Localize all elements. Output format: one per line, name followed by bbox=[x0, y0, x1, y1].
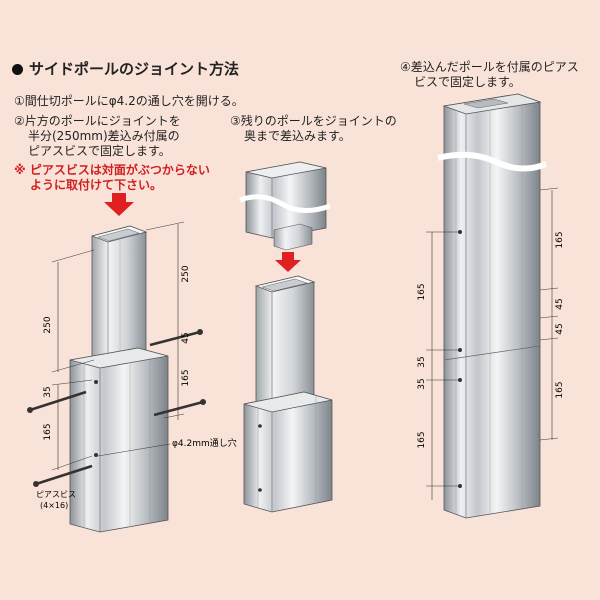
screw-label: ピアスビス bbox=[36, 490, 76, 499]
through-hole bbox=[258, 488, 262, 492]
dim-35-l1: 35 bbox=[417, 356, 427, 367]
through-hole bbox=[458, 484, 462, 488]
step-4-line-1: ④差込んだポールを付属のピアス bbox=[400, 60, 579, 74]
step-3-line-2: 奥まで差込みます。 bbox=[244, 129, 351, 143]
dim-165-l2: 165 bbox=[417, 431, 427, 448]
step-1-text: ①間仕切ポールにφ4.2の通し穴を開ける。 bbox=[14, 94, 244, 108]
page-title-text: サイドポールのジョイント方法 bbox=[29, 60, 240, 78]
warning-line-1: ※ ピアスビスは対面がぶつからない bbox=[14, 163, 210, 177]
dim-165-left: 165 bbox=[43, 423, 53, 440]
through-hole bbox=[458, 230, 462, 234]
joint-insert bbox=[273, 223, 313, 251]
step-3-line-1: ③残りのポールをジョイントの bbox=[230, 114, 397, 128]
pole-middle bbox=[243, 391, 333, 513]
dim-250-left: 250 bbox=[43, 316, 53, 333]
through-hole bbox=[94, 453, 98, 457]
hole-label: φ4.2mm通し穴 bbox=[172, 437, 237, 449]
step-2-line-3: ピアスビスで固定します。 bbox=[28, 144, 171, 158]
down-arrow-icon bbox=[104, 193, 134, 216]
through-hole bbox=[458, 348, 462, 352]
through-hole bbox=[94, 380, 98, 384]
warning-line-2: ように取付けて下さい。 bbox=[30, 178, 163, 192]
dim-35-l2: 35 bbox=[417, 378, 427, 389]
page-title: サイドポールのジョイント方法 bbox=[12, 60, 239, 78]
step-4-illustration: 165 45 45 165 165 35 35 165 bbox=[417, 93, 565, 519]
dim-165-l1: 165 bbox=[417, 283, 427, 300]
dim-45-r2: 45 bbox=[555, 323, 565, 334]
down-arrow-icon bbox=[275, 252, 301, 272]
screw-icon bbox=[149, 329, 203, 347]
pole-left bbox=[69, 347, 169, 533]
dim-35-left: 35 bbox=[43, 386, 53, 397]
dim-45-right: 45 bbox=[181, 332, 191, 343]
through-hole bbox=[258, 424, 262, 428]
screw-size-label: (4×16) bbox=[40, 501, 68, 510]
dim-45-r1: 45 bbox=[555, 298, 565, 309]
dim-165-r1: 165 bbox=[555, 231, 565, 248]
step-4-line-2: ビスで固定します。 bbox=[414, 75, 521, 89]
dim-165-right: 165 bbox=[181, 369, 191, 386]
through-hole bbox=[458, 378, 462, 382]
dim-250-right: 250 bbox=[181, 265, 191, 282]
bullet-icon bbox=[12, 64, 23, 75]
screw-icon bbox=[33, 464, 93, 487]
dim-165-r2: 165 bbox=[555, 381, 565, 398]
step-2-line-1: ②片方のポールにジョイントを bbox=[14, 114, 181, 128]
screw-icon bbox=[153, 399, 206, 417]
step-2-line-2: 半分(250mm)差込み付属の bbox=[28, 129, 180, 143]
step-3-illustration bbox=[239, 161, 333, 513]
step-2-illustration: 250 35 165 250 45 165 φ4.2mm通し穴 ピアスビス (4… bbox=[27, 193, 237, 533]
